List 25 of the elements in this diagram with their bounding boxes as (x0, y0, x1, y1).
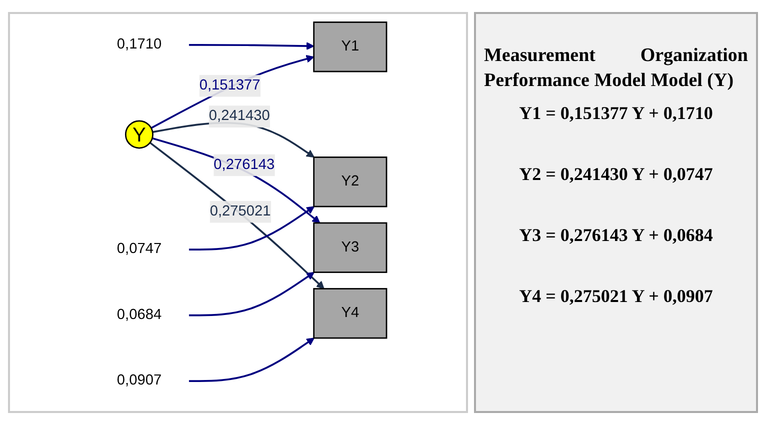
arrow (188, 271, 315, 316)
node-text: 0,0747 (116, 240, 162, 256)
equation: Y4 = 0,275021 Y + 0,0907 (518, 286, 714, 308)
equation: Y1 = 0,151377 Y + 0,1710 (518, 103, 714, 124)
node-text: 0,1710 (116, 36, 162, 52)
node-box: Y2 (313, 156, 388, 207)
node-circle: Y (124, 120, 154, 148)
arrow (188, 206, 315, 250)
arrow (152, 136, 320, 223)
panel-title: Measurement Organization Performance Model Model (Y) (484, 44, 748, 93)
edge-label: 0,151377 (199, 77, 260, 93)
node-text: 0,0907 (116, 372, 162, 388)
arrow (149, 141, 324, 289)
arrow (188, 42, 314, 50)
node-text: 0,0684 (116, 306, 162, 322)
arrow (150, 54, 314, 128)
edge-label: 0,276143 (214, 156, 275, 172)
node-box: Y4 (313, 288, 388, 338)
arrow (188, 337, 315, 382)
edge-label: 0,241430 (208, 108, 270, 124)
equation: Y3 = 0,276143 Y + 0,0684 (518, 225, 714, 246)
node-box: Y1 (313, 21, 388, 72)
node-box: Y3 (313, 222, 388, 272)
equation: Y2 = 0,241430 Y + 0,0747 (518, 164, 714, 186)
edge-label: 0,275021 (210, 203, 271, 219)
